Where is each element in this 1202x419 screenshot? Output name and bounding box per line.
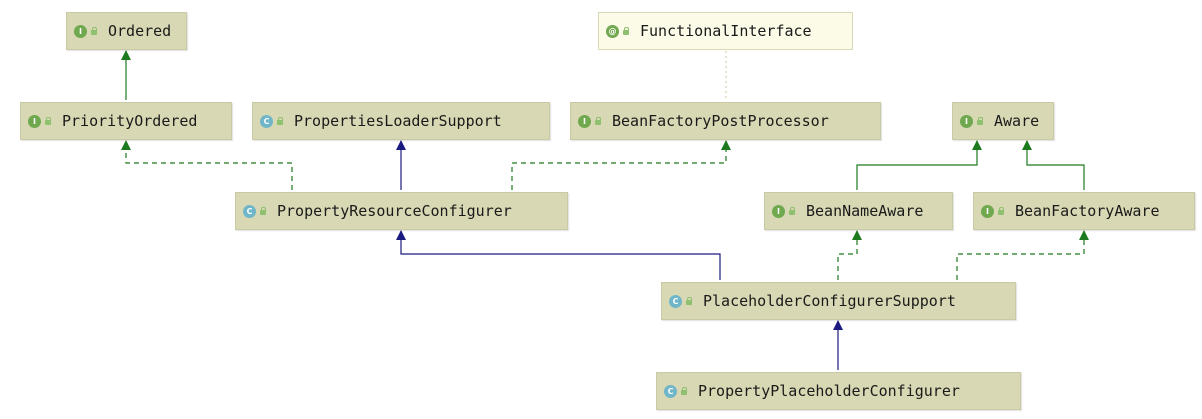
edge-placeholderconfigurersupport-implements-beanfactoryaware xyxy=(956,230,1089,280)
edge-propertyresourceconfigurer-implements-priorityordered xyxy=(121,140,293,190)
class-icon: C xyxy=(669,294,682,308)
node-property-placeholder-configurer[interactable]: C PropertyPlaceholderConfigurer xyxy=(656,372,1021,410)
lock-icon xyxy=(90,27,98,35)
edge-beannameaware-to-aware xyxy=(856,140,982,190)
lock-icon xyxy=(259,207,267,215)
class-icon: C xyxy=(664,384,677,398)
node-label: BeanFactoryPostProcessor xyxy=(612,112,829,130)
interface-icon: I xyxy=(28,114,41,128)
lock-icon xyxy=(685,297,693,305)
node-ordered[interactable]: I Ordered xyxy=(66,12,187,50)
node-label: PropertyResourceConfigurer xyxy=(277,202,512,220)
annotation-icon: @ xyxy=(606,24,619,38)
lock-icon xyxy=(276,117,284,125)
node-aware[interactable]: I Aware xyxy=(952,102,1054,140)
lock-icon xyxy=(997,207,1005,215)
lock-icon xyxy=(622,27,630,35)
edge-propertyresourceconfigurer-implements-beanfactorypostprocessor xyxy=(511,140,731,190)
node-functional-interface[interactable]: @ FunctionalInterface xyxy=(598,12,853,50)
lock-icon xyxy=(976,117,984,125)
interface-icon: I xyxy=(74,24,87,38)
node-label: Aware xyxy=(994,112,1040,130)
edge-beanfactoryaware-to-aware xyxy=(1022,140,1085,190)
node-label: Ordered xyxy=(108,22,172,40)
lock-icon xyxy=(788,207,796,215)
edge-placeholderconfigurersupport-implements-beannameaware xyxy=(837,230,862,280)
interface-icon: I xyxy=(960,114,973,128)
interface-icon: I xyxy=(772,204,785,218)
node-label: BeanFactoryAware xyxy=(1015,202,1160,220)
node-property-resource-configurer[interactable]: C PropertyResourceConfigurer xyxy=(235,192,568,230)
lock-icon xyxy=(680,387,688,395)
lock-icon xyxy=(594,117,602,125)
node-label: PriorityOrdered xyxy=(62,112,198,130)
node-placeholder-configurer-support[interactable]: C PlaceholderConfigurerSupport xyxy=(661,282,1016,320)
node-bean-name-aware[interactable]: I BeanNameAware xyxy=(764,192,953,230)
class-icon: C xyxy=(260,114,273,128)
edge-placeholderconfigurersupport-extends-propertyresourceconfigurer xyxy=(396,230,721,280)
node-priority-ordered[interactable]: I PriorityOrdered xyxy=(20,102,232,140)
node-label: PlaceholderConfigurerSupport xyxy=(703,292,956,310)
node-bean-factory-post-processor[interactable]: I BeanFactoryPostProcessor xyxy=(570,102,881,140)
node-bean-factory-aware[interactable]: I BeanFactoryAware xyxy=(973,192,1195,230)
node-label: BeanNameAware xyxy=(806,202,924,220)
node-label: PropertiesLoaderSupport xyxy=(294,112,502,130)
node-label: FunctionalInterface xyxy=(640,22,812,40)
interface-icon: I xyxy=(981,204,994,218)
node-label: PropertyPlaceholderConfigurer xyxy=(698,382,960,400)
interface-icon: I xyxy=(578,114,591,128)
class-icon: C xyxy=(243,204,256,218)
node-properties-loader-support[interactable]: C PropertiesLoaderSupport xyxy=(252,102,550,140)
lock-icon xyxy=(44,117,52,125)
